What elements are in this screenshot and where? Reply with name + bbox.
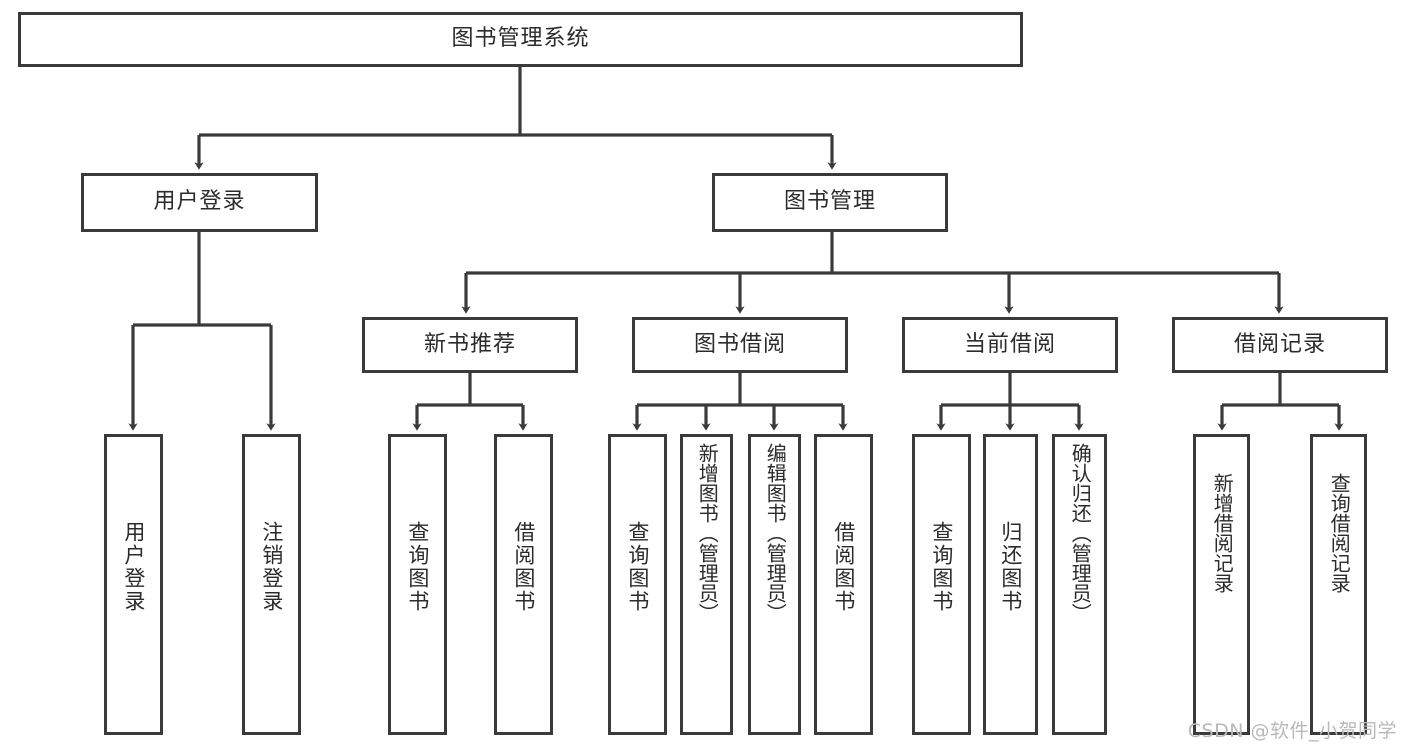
- node-leaf-query-book-1[interactable]: 查询图书: [388, 434, 447, 735]
- node-new-book-recommend-label: 新书推荐: [423, 331, 516, 357]
- node-leaf-query-book-3-label: 查询图书: [929, 521, 954, 613]
- node-current-borrow[interactable]: 当前借阅: [902, 317, 1118, 373]
- node-book-borrow-label: 图书借阅: [693, 331, 786, 357]
- node-leaf-confirm-return[interactable]: 确认归还（管理员）: [1052, 434, 1107, 735]
- node-root-label: 图书管理系统: [451, 26, 590, 52]
- node-leaf-add-book[interactable]: 新增图书（管理员）: [680, 434, 733, 735]
- node-leaf-user-login[interactable]: 用户登录: [104, 434, 163, 735]
- node-leaf-user-login-label: 用户登录: [121, 521, 146, 613]
- node-leaf-query-record[interactable]: 查询借阅记录: [1310, 434, 1367, 735]
- node-user-login-label: 用户登录: [153, 189, 246, 215]
- node-leaf-confirm-return-label: 确认归还（管理员）: [1068, 443, 1093, 623]
- node-book-manage-label: 图书管理: [783, 189, 876, 215]
- node-leaf-borrow-book-1-label: 借阅图书: [511, 521, 536, 613]
- node-leaf-return-book-label: 归还图书: [998, 521, 1023, 613]
- node-user-login[interactable]: 用户登录: [81, 173, 318, 232]
- node-leaf-add-record-label: 新增借阅记录: [1210, 473, 1235, 593]
- node-leaf-query-book-1-label: 查询图书: [405, 521, 430, 613]
- node-leaf-borrow-book-1[interactable]: 借阅图书: [494, 434, 553, 735]
- node-root[interactable]: 图书管理系统: [18, 12, 1023, 67]
- node-book-manage[interactable]: 图书管理: [712, 173, 948, 232]
- node-leaf-query-book-2-label: 查询图书: [625, 521, 650, 613]
- node-leaf-logout-label: 注销登录: [259, 521, 284, 613]
- node-leaf-query-record-label: 查询借阅记录: [1327, 473, 1352, 593]
- node-leaf-edit-book[interactable]: 编辑图书（管理员）: [748, 434, 801, 735]
- node-leaf-query-book-3[interactable]: 查询图书: [912, 434, 971, 735]
- node-leaf-add-record[interactable]: 新增借阅记录: [1193, 434, 1250, 735]
- node-borrow-record[interactable]: 借阅记录: [1172, 317, 1388, 373]
- node-leaf-return-book[interactable]: 归还图书: [983, 434, 1038, 735]
- node-leaf-add-book-label: 新增图书（管理员）: [695, 443, 720, 623]
- node-leaf-edit-book-label: 编辑图书（管理员）: [763, 443, 788, 623]
- node-new-book-recommend[interactable]: 新书推荐: [362, 317, 578, 373]
- node-leaf-logout[interactable]: 注销登录: [242, 434, 301, 735]
- node-leaf-query-book-2[interactable]: 查询图书: [608, 434, 667, 735]
- csdn-watermark: CSDN @软件_小贺同学: [1187, 720, 1397, 742]
- node-current-borrow-label: 当前借阅: [963, 331, 1056, 357]
- node-book-borrow[interactable]: 图书借阅: [632, 317, 848, 373]
- node-borrow-record-label: 借阅记录: [1233, 331, 1326, 357]
- node-leaf-borrow-book-2-label: 借阅图书: [831, 521, 856, 613]
- node-leaf-borrow-book-2[interactable]: 借阅图书: [814, 434, 873, 735]
